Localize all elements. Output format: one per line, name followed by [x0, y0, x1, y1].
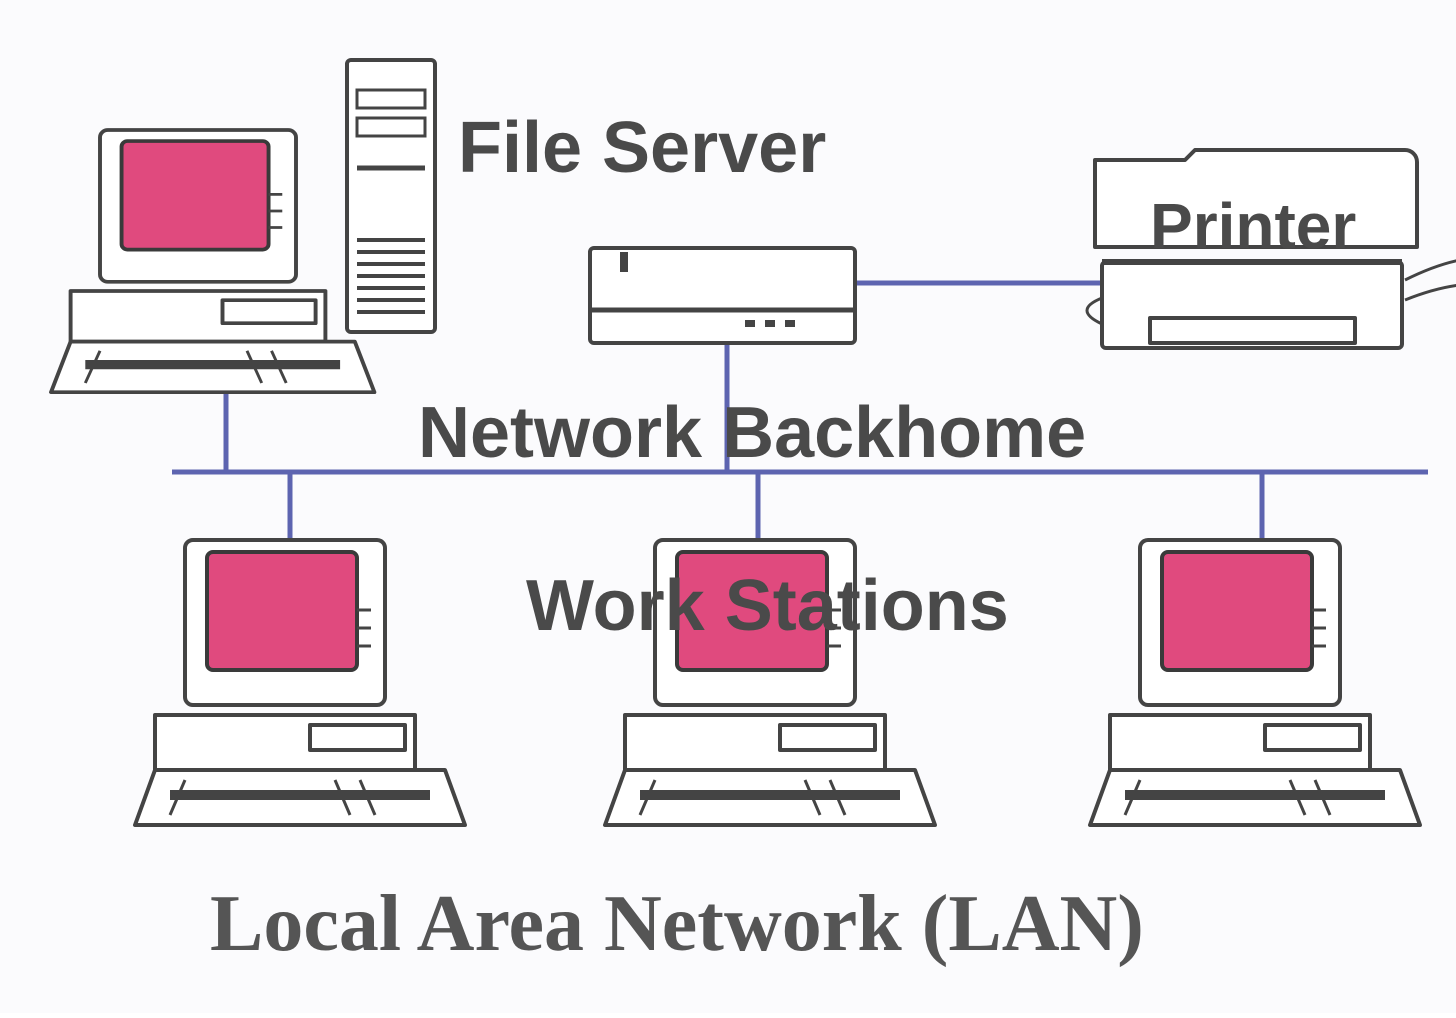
- printer-label: Printer: [1150, 190, 1356, 262]
- network-hub-icon: [588, 246, 857, 345]
- server-computer-icon: [51, 130, 374, 392]
- file-server-tower-icon: [345, 58, 437, 334]
- file-server-label: File Server: [458, 108, 826, 188]
- network-wires: [172, 280, 1428, 545]
- workstation-3-icon: [1090, 540, 1420, 825]
- network-backbone-label: Network Backhome: [418, 393, 1086, 473]
- printer-icon: [1085, 148, 1456, 350]
- work-stations-label: Work Stations: [526, 566, 1009, 646]
- workstation-1-icon: [135, 540, 465, 825]
- diagram-title: Local Area Network (LAN): [210, 880, 1144, 968]
